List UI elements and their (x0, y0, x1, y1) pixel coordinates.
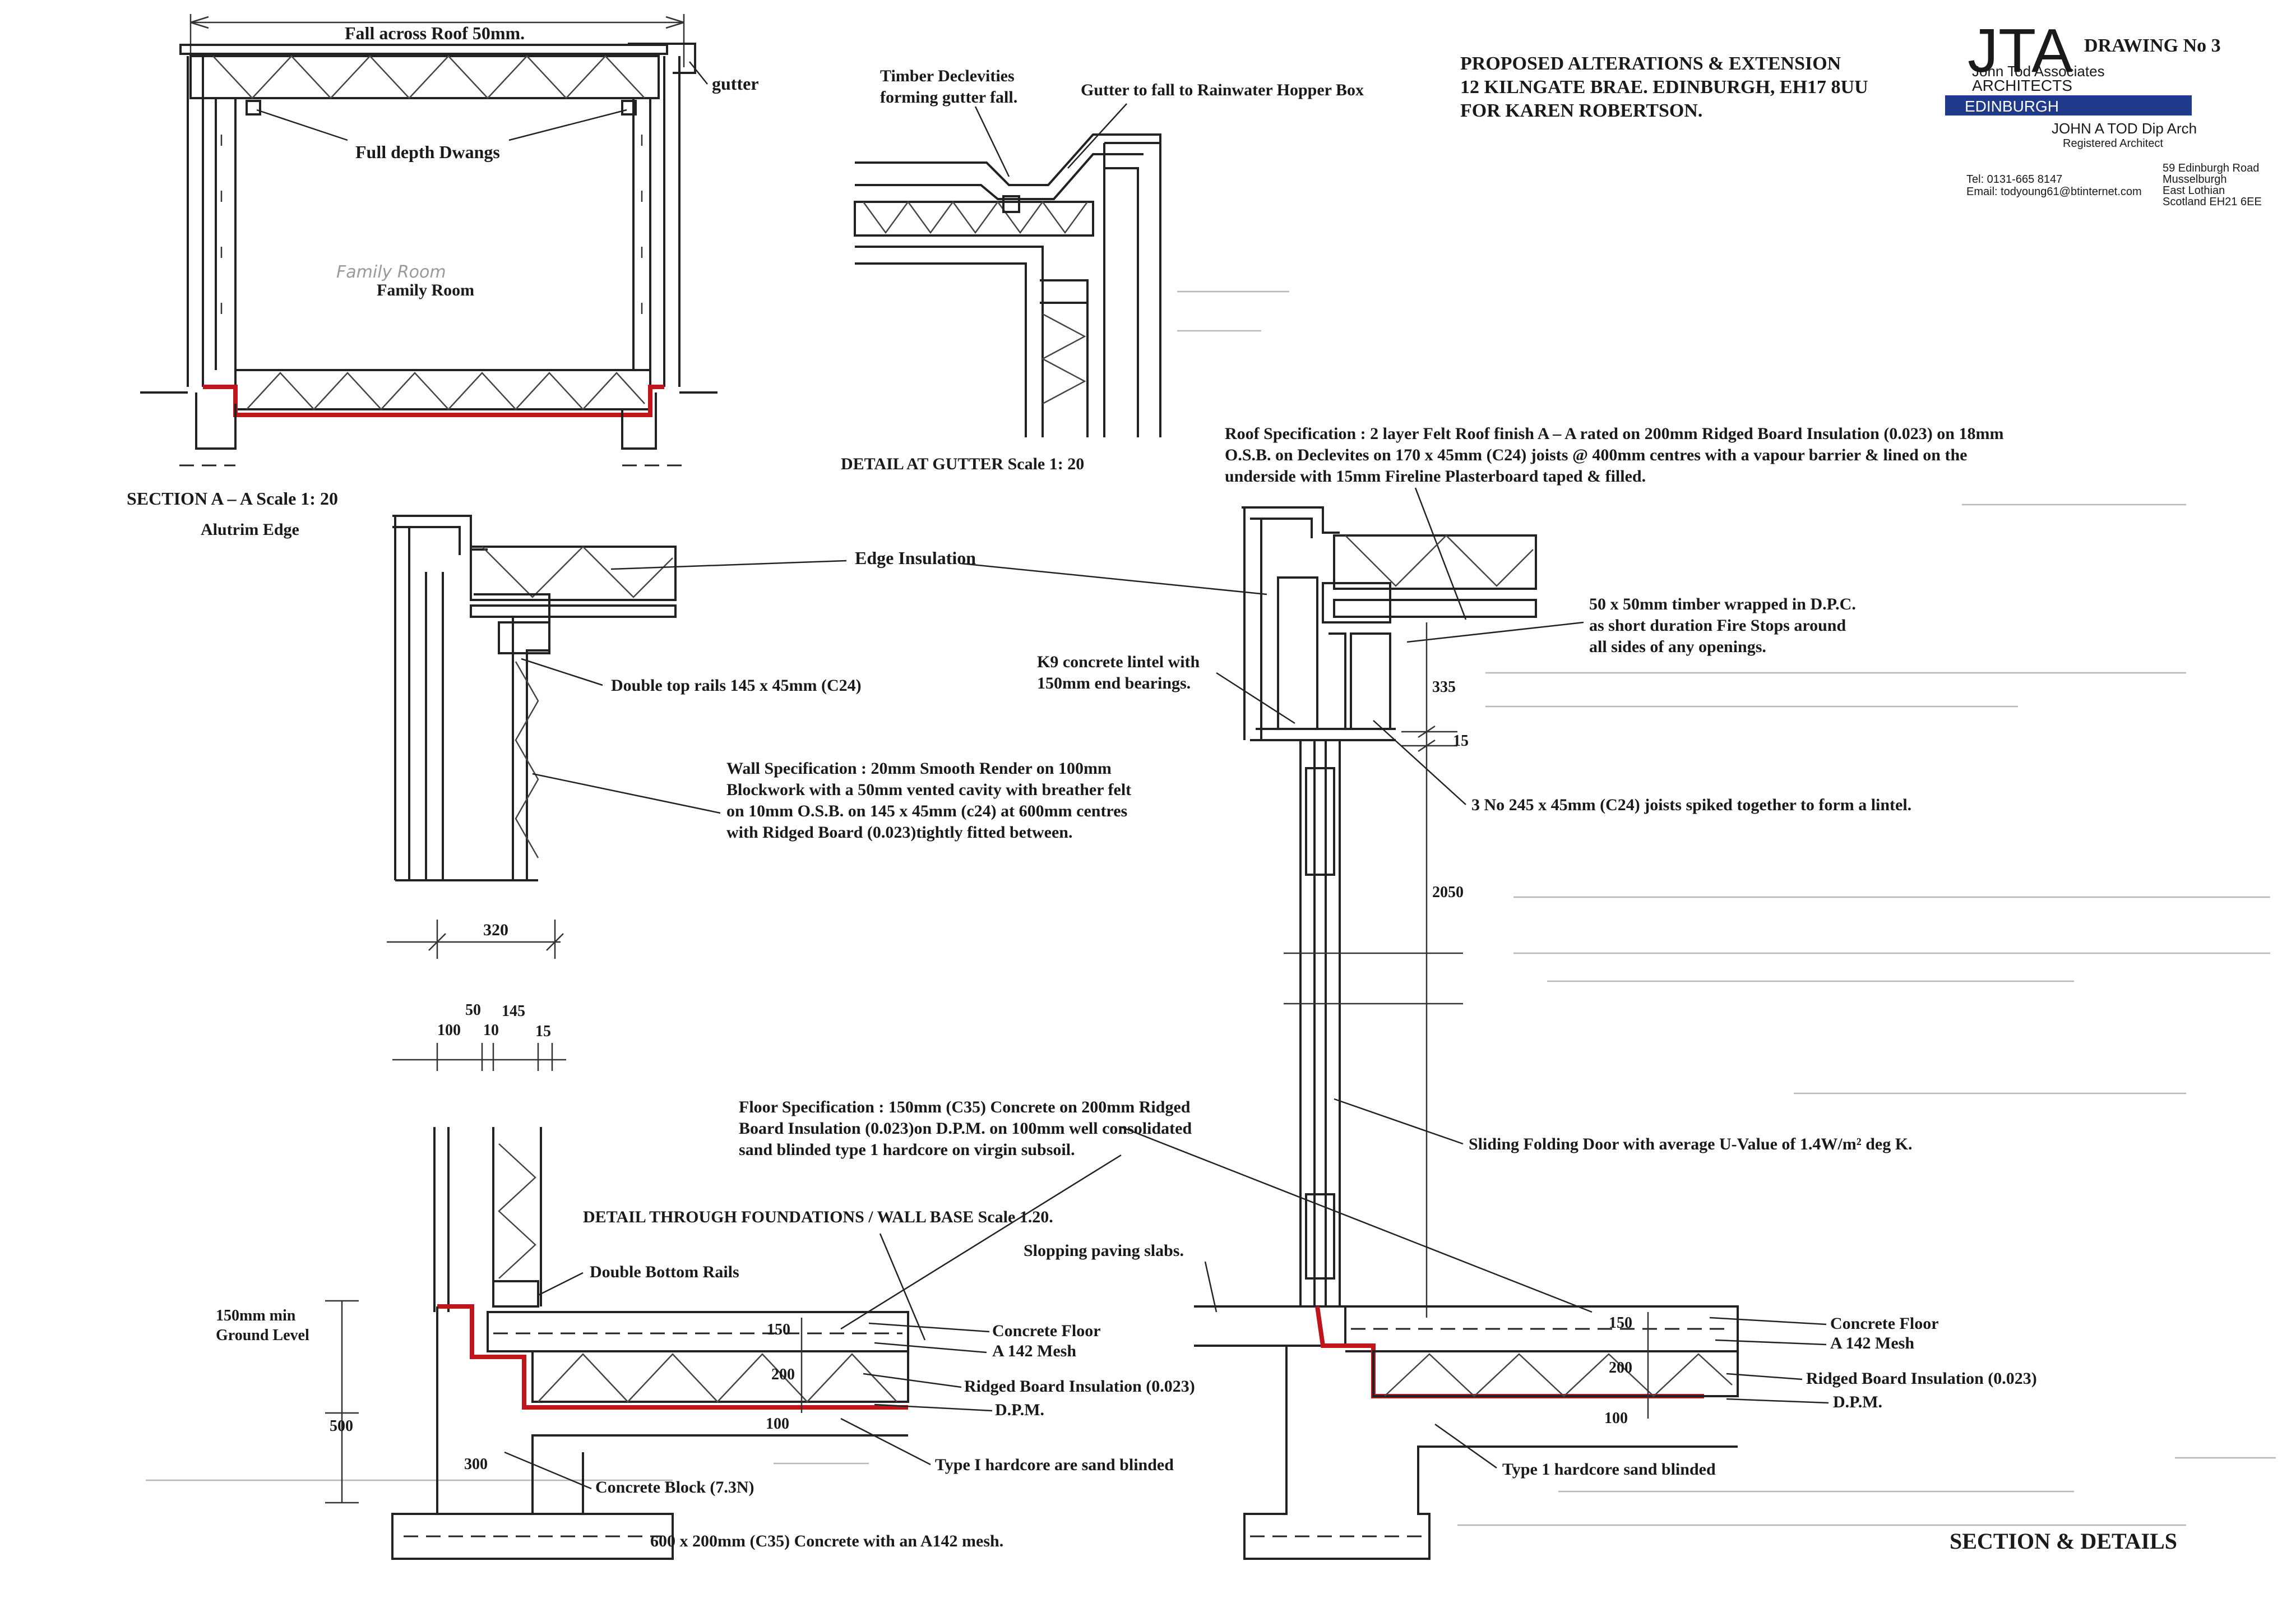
floor-spec-1: Floor Specification : 150mm (C35) Concre… (739, 1098, 1191, 1116)
architect-role: Registered Architect (2063, 137, 2163, 150)
jta-logo: JTA (1968, 16, 2073, 85)
floor-spec-3: sand blinded type 1 hardcore on virgin s… (739, 1140, 1075, 1159)
door-mesh: A 142 Mesh (1830, 1334, 1914, 1352)
dim-2050: 2050 (1432, 884, 1464, 901)
dim-15: 15 (535, 1023, 551, 1040)
roof-spec-3: underside with 15mm Fireline Plasterboar… (1225, 467, 1646, 486)
fall-note: Fall across Roof 50mm. (345, 23, 525, 43)
dim-100: 100 (437, 1022, 461, 1039)
drawing-number: DRAWING No 3 (2084, 35, 2221, 56)
gutter-detail-title: DETAIL AT GUTTER Scale 1: 20 (841, 455, 1084, 473)
door-label: Sliding Folding Door with average U-Valu… (1469, 1135, 1913, 1153)
ground-level-1: 150mm min (216, 1307, 296, 1324)
edinburgh-band-label: EDINBURGH (1965, 98, 2059, 115)
insulation-label: Ridged Board Insulation (0.023) (964, 1377, 1195, 1396)
pencil-underlay: Family Room (146, 262, 2276, 1526)
edge-insulation-label: Edge Insulation (855, 548, 976, 568)
dim-100-door: 100 (1604, 1410, 1628, 1427)
pencil-note-room: Family Room (336, 262, 446, 282)
block-label: Concrete Block (7.3N) (595, 1478, 754, 1497)
title-block: PROPOSED ALTERATIONS & EXTENSION 12 KILN… (1460, 16, 2262, 1554)
wall-spec-1: Wall Specification : 20mm Smooth Render … (726, 759, 1112, 778)
dim-150-door: 150 (1609, 1314, 1632, 1332)
top-rails-label: Double top rails 145 x 45mm (C24) (611, 676, 862, 695)
dim-100-found: 100 (766, 1415, 789, 1433)
timber-fire-stop-3: all sides of any openings. (1589, 638, 1766, 656)
hopper-label: Gutter to fall to Rainwater Hopper Box (1081, 81, 1364, 99)
email: Email: todyoung61@btinternet.com (1966, 186, 2142, 198)
roof-spec-2: O.S.B. on Declevites on 170 x 45mm (C24)… (1225, 446, 1967, 464)
lintel-joists-label: 3 No 245 x 45mm (C24) joists spiked toge… (1471, 796, 1911, 814)
dim-500: 500 (330, 1417, 353, 1435)
paving-label: Slopping paving slabs. (1024, 1241, 1184, 1260)
door-insulation: Ridged Board Insulation (0.023) (1806, 1369, 2037, 1388)
edinburgh-band (1945, 95, 2192, 116)
hardcore-label: Type I hardcore are sand blinded (935, 1456, 1174, 1474)
mesh-label: A 142 Mesh (992, 1342, 1076, 1360)
alutrim-label: Alutrim Edge (201, 520, 299, 539)
dim-320: 320 (483, 921, 508, 939)
section-aa-title: SECTION A – A Scale 1: 20 (127, 488, 338, 509)
address-4: Scotland EH21 6EE (2163, 196, 2262, 208)
architect-name: JOHN A TOD Dip Arch (2052, 120, 2197, 137)
dim-300: 300 (464, 1456, 488, 1473)
project-line-1: PROPOSED ALTERATIONS & EXTENSION (1460, 53, 1841, 74)
room-label: Family Room (377, 281, 474, 299)
dpm-label: D.P.M. (995, 1401, 1044, 1419)
dim-335: 335 (1432, 678, 1456, 696)
address-3: East Lothian (2163, 184, 2225, 197)
dim-200-door: 200 (1609, 1359, 1632, 1377)
timber-fire-stop-2: as short duration Fire Stops around (1589, 616, 1846, 635)
declevities-1: Timber Declevities (880, 67, 1015, 85)
roof-door-detail: Roof Specification : 2 layer Felt Roof f… (1037, 424, 2003, 1318)
dim-145: 145 (502, 1003, 525, 1020)
door-dpm: D.P.M. (1833, 1393, 1882, 1411)
dim-200-found: 200 (771, 1366, 795, 1383)
wall-spec-4: with Ridged Board (0.023)tightly fitted … (726, 823, 1072, 842)
firm-name: John Tod Associates (1972, 63, 2105, 80)
project-line-3: FOR KAREN ROBERTSON. (1460, 100, 1702, 121)
dim-10: 10 (483, 1022, 499, 1039)
ground-level-2: Ground Level (216, 1327, 309, 1344)
door-hardcore: Type 1 hardcore sand blinded (1502, 1460, 1716, 1479)
bottom-rails-label: Double Bottom Rails (590, 1263, 739, 1281)
address-1: 59 Edinburgh Road (2163, 162, 2259, 174)
firm-type: ARCHITECTS (1972, 77, 2072, 94)
timber-fire-stop-1: 50 x 50mm timber wrapped in D.P.C. (1589, 595, 1856, 613)
foundation-detail: Floor Specification : 150mm (C35) Concre… (216, 1098, 1593, 1560)
k9-lintel-2: 150mm end bearings. (1037, 674, 1191, 692)
wall-spec-3: on 10mm O.S.B. on 145 x 45mm (c24) at 60… (726, 802, 1127, 820)
address-2: Musselburgh (2163, 173, 2227, 186)
project-line-2: 12 KILNGATE BRAE. EDINBURGH, EH17 8UU (1460, 77, 1868, 98)
declevities-2: forming gutter fall. (880, 88, 1017, 107)
gutter-detail: Timber Declevities forming gutter fall. … (841, 67, 1364, 473)
door-concrete-floor: Concrete Floor (1830, 1314, 1939, 1333)
floor-spec-2: Board Insulation (0.023)on D.P.M. on 100… (739, 1119, 1192, 1138)
concrete-floor-label: Concrete Floor (992, 1322, 1101, 1340)
wall-spec-2: Blockwork with a 50mm vented cavity with… (726, 781, 1131, 799)
eaves-detail: Alutrim Edge Edge Insulation Double top … (201, 515, 1267, 1071)
door-base-detail: 150 200 100 Concrete Floor A 142 Mesh Ri… (1194, 1305, 2037, 1560)
dim-50: 50 (465, 1001, 481, 1019)
foundation-title: DETAIL THROUGH FOUNDATIONS / WALL BASE S… (583, 1208, 1053, 1226)
section-aa: Fall across Roof 50mm. gutter Full depth… (127, 14, 759, 509)
roof-spec-1: Roof Specification : 2 layer Felt Roof f… (1225, 424, 2003, 443)
dwangs-label: Full depth Dwangs (355, 142, 500, 162)
k9-lintel-1: K9 concrete lintel with (1037, 653, 1200, 671)
footing-label: 600 x 200mm (C35) Concrete with an A142 … (650, 1532, 1003, 1550)
gutter-label: gutter (712, 73, 759, 94)
dim-150-found: 150 (767, 1321, 790, 1338)
sheet-title: SECTION & DETAILS (1950, 1528, 2177, 1554)
dim-15-roof: 15 (1453, 732, 1469, 750)
tel: Tel: 0131-665 8147 (1966, 173, 2062, 186)
